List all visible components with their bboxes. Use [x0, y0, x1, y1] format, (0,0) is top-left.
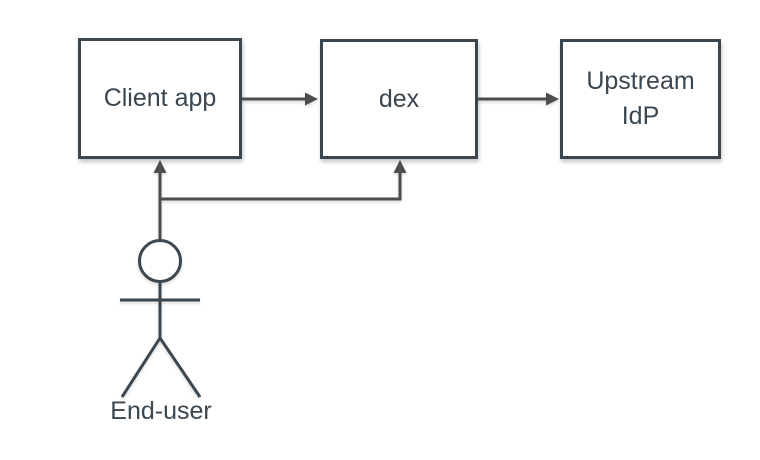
- node-upstream-idp: Upstream IdP: [560, 39, 721, 159]
- node-client-app: Client app: [78, 38, 242, 159]
- end-user-label: End-user: [110, 397, 212, 425]
- stick-figure-icon: [120, 239, 202, 398]
- arrow-client-app-to-dex: [242, 92, 318, 106]
- arrow-dex-to-upstream-idp: [478, 92, 559, 106]
- arrow-end-user-to-dex: [158, 160, 407, 201]
- node-client-app-label: Client app: [103, 84, 217, 112]
- arrow-end-user-to-client-app: [153, 160, 167, 240]
- node-dex: dex: [320, 39, 478, 159]
- node-upstream-idp-label: Upstream IdP: [586, 67, 695, 130]
- node-dex-label: dex: [378, 84, 420, 113]
